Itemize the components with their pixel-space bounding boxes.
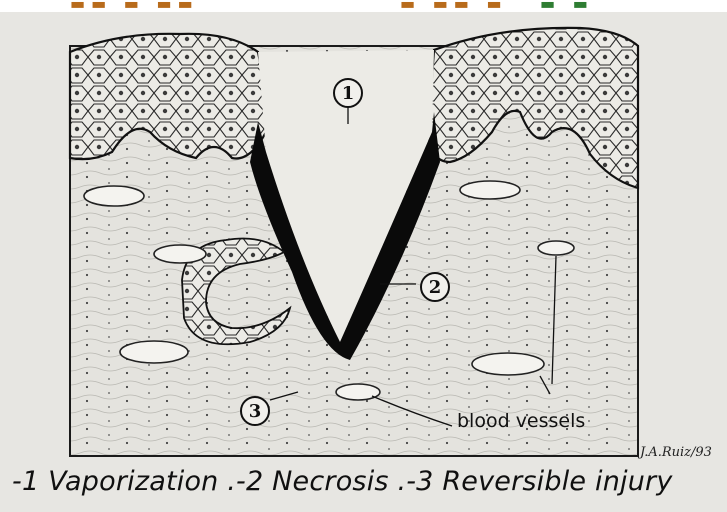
artist-signature: J.A.Ruiz/93	[640, 445, 712, 460]
cropped-text-fragment: ▬▬ ▬ ▬▬	[70, 0, 199, 10]
blood-vessel-shape	[538, 241, 574, 255]
marker-2: 2	[420, 272, 450, 302]
blood-vessel-shape	[472, 353, 544, 375]
blood-vessel-shape	[120, 341, 188, 363]
marker-1: 1	[333, 78, 363, 108]
marker-3: 3	[240, 396, 270, 426]
blood-vessel-shape	[460, 181, 520, 199]
epidermis-left	[70, 34, 266, 159]
laser-tissue-illustration	[0, 12, 727, 462]
cropped-text-fragment: ▬ ▬	[540, 0, 594, 10]
blood-vessels-label: blood vessels	[457, 410, 585, 432]
blood-vessel-shape	[84, 186, 144, 206]
figure-caption: -1 Vaporization .-2 Necrosis .-3 Reversi…	[12, 466, 673, 497]
blood-vessel-shape	[154, 245, 206, 263]
blood-vessel-shape	[336, 384, 380, 400]
top-cropped-banner: ▬▬ ▬ ▬▬ ▬ ▬▬ ▬ ▬ ▬	[0, 0, 727, 12]
cropped-text-fragment: ▬ ▬▬ ▬	[400, 0, 508, 10]
